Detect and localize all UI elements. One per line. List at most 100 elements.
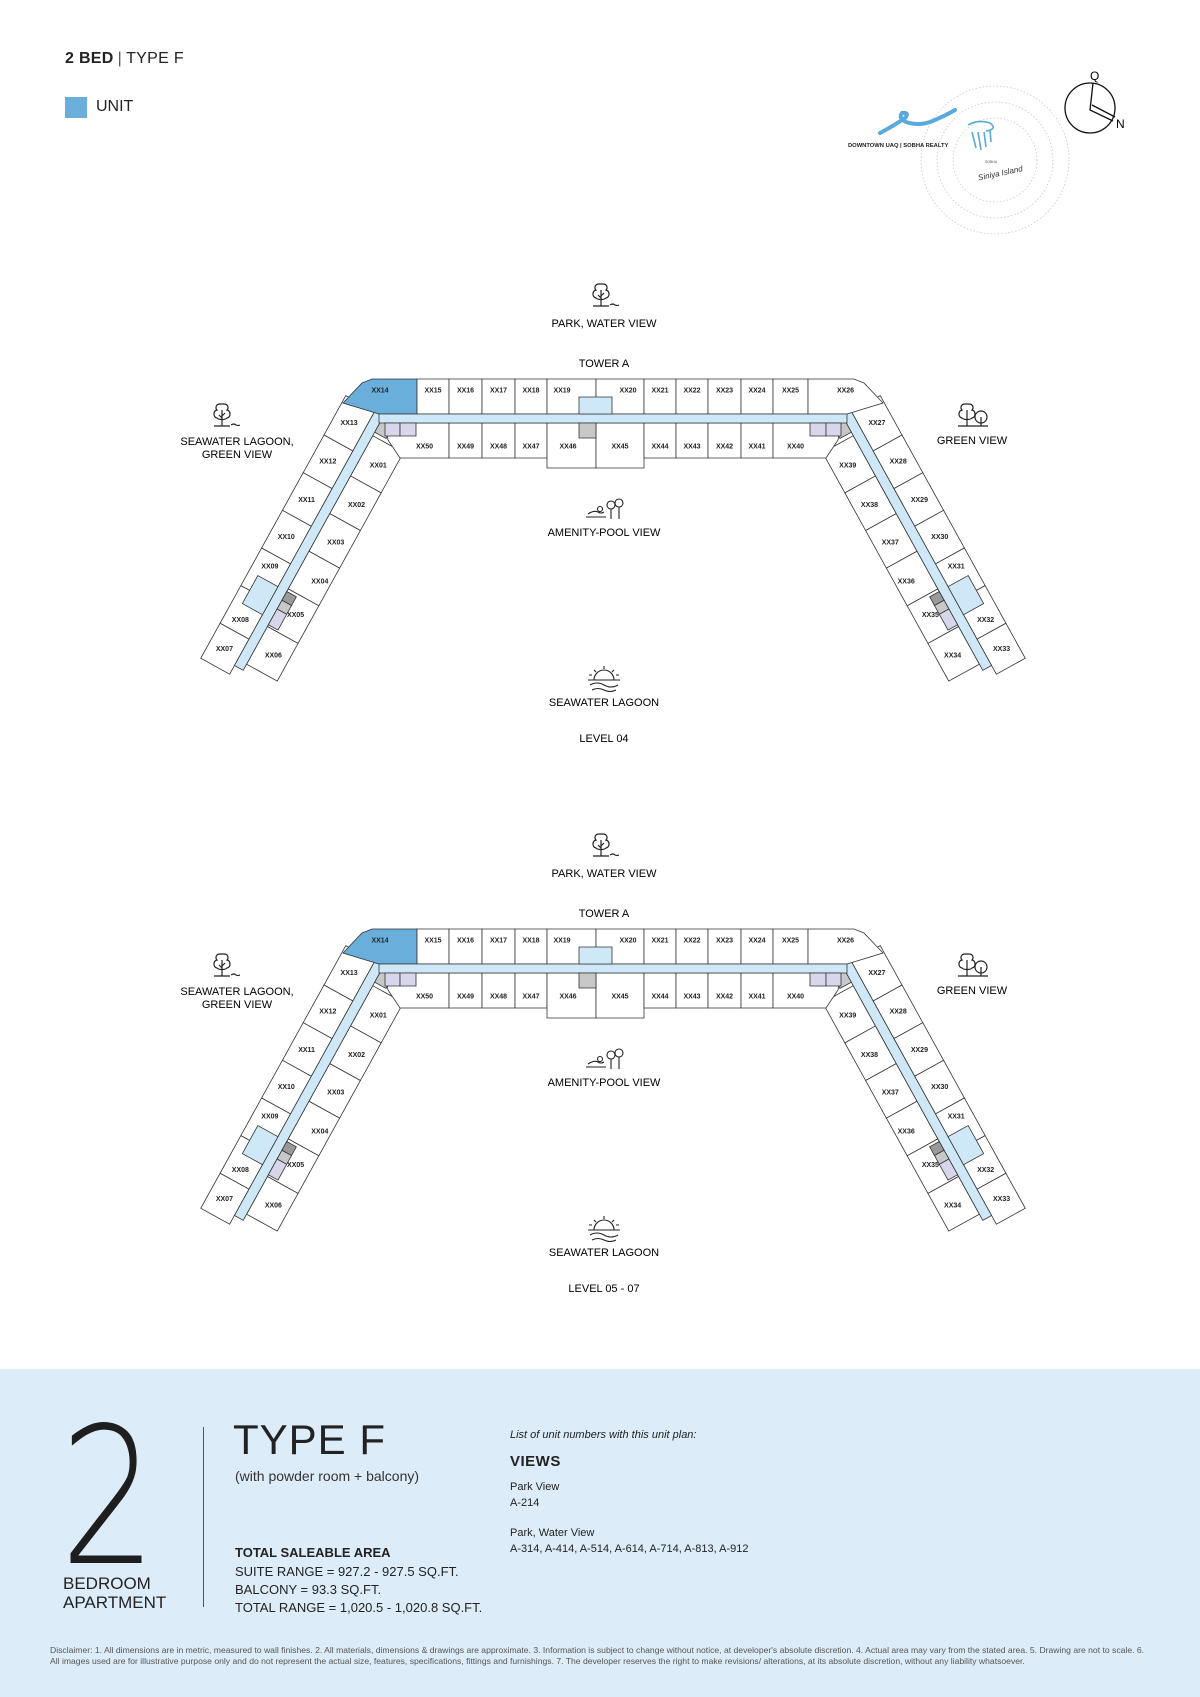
unit-number: XX45 [611,994,628,1001]
unit-number: XX30 [931,534,948,541]
unit-xx18 [514,928,548,965]
unit-number: XX29 [911,497,928,504]
unit-layout: XX13XX12XX11XX10XX09XX08XX07XX01XX02XX03… [200,928,1026,1232]
unit-shapes [200,378,1026,682]
apartment-label: APARTMENT [63,1593,167,1612]
unit-number: XX15 [424,938,441,945]
unit-number: XX48 [490,994,507,1001]
bedroom-apartment-label: BEDROOM APARTMENT [63,1574,166,1612]
unit-number: XX38 [861,502,878,509]
unit-xx23 [707,928,742,965]
unit-xx07 [200,622,250,675]
stair [938,608,959,631]
north-view-label: PARK, WATER VIEW [552,318,658,330]
unit-number: XX24 [748,938,765,945]
unit-number: XX35 [922,612,939,619]
unit-xx48 [481,972,516,1009]
compass-q: Q [1090,69,1099,83]
north-compass: Q N [1064,69,1125,134]
stair [809,422,827,437]
bedroom-label: BEDROOM [63,1574,151,1593]
unit-number: XX31 [948,1114,965,1121]
unit-number: XX36 [898,579,915,586]
floor-plan-level-04: PARK, WATER VIEW TOWER A SEAWATER LAGOON… [180,283,1026,745]
unit-number: XX49 [457,444,474,451]
east-view-label: GREEN VIEW [937,985,1008,997]
unit-xx33 [976,1172,1026,1225]
unit-number: XX23 [716,388,733,395]
unit-number: XX10 [278,1084,295,1091]
level-label: LEVEL 05 - 07 [568,1283,639,1295]
unit-list-heading: List of unit numbers with this unit plan… [510,1429,697,1441]
corridor [842,961,993,1221]
project-logo: DOWNTOWN UAQ | SOBHA REALTY SOBHA Siniya… [848,85,1070,235]
south-view-label: SEAWATER LAGOON [549,697,659,709]
unit-number: XX17 [490,938,507,945]
park-water-view-icon [592,833,619,857]
stair [399,422,417,437]
compass-circle [1064,82,1116,134]
unit-xx41 [740,972,774,1009]
stair [938,1158,959,1181]
stair [384,972,401,987]
stair [267,608,288,631]
unit-xx43 [675,422,709,459]
unit-number: XX38 [861,1052,878,1059]
unit-number: XX46 [559,444,576,451]
service-core [578,422,597,439]
west-view-label-1: SEAWATER LAGOON, [180,986,293,998]
corridor [842,411,993,671]
unit-number: XX50 [416,994,433,1001]
legend-unit-swatch [65,97,87,118]
unit-number: XX15 [424,388,441,395]
unit-number: XX34 [944,652,961,659]
legend-unit-label: UNIT [96,98,134,115]
unit-number: XX20 [619,388,636,395]
unit-xx17 [481,928,516,965]
type-heading: TYPE F [233,1416,387,1463]
unit-xx16 [448,928,483,965]
suite-range: SUITE RANGE = 927.2 - 927.5 SQ.FT. [235,1564,459,1579]
logo-brand: SOBHA [985,160,998,164]
unit-number: XX07 [216,646,233,653]
unit-number: XX18 [522,388,539,395]
unit-number: XX25 [782,938,799,945]
divider [203,1427,204,1607]
plan-title: 2 BED|TYPE F [65,50,184,68]
unit-number: XX02 [348,502,365,509]
unit-number: XX37 [882,540,899,547]
unit-number: XX14 [371,388,388,395]
unit-number: XX04 [311,1129,328,1136]
unit-xx16 [448,378,483,415]
west-view-label-1: SEAWATER LAGOON, [180,436,293,448]
unit-number: XX48 [490,444,507,451]
unit-number: XX11 [298,497,315,504]
unit-number: XX33 [993,646,1010,653]
unit-number: XX44 [651,994,668,1001]
unit-number: XX11 [298,1047,315,1054]
island-mark [967,120,994,151]
east-view-label: GREEN VIEW [937,435,1008,447]
stair [267,1158,288,1181]
unit-xx41 [740,422,774,459]
unit-xx48 [481,422,516,459]
unit-labels: XX13XX12XX11XX10XX09XX08XX07XX01XX02XX03… [216,388,1010,660]
unit-number: XX28 [890,1009,907,1016]
unit-xx15 [416,378,450,415]
compass-n: N [1116,117,1125,131]
unit-number: XX50 [416,444,433,451]
green-view-icon [957,953,989,977]
unit-number: XX05 [287,1162,304,1169]
unit-xx15 [416,928,450,965]
unit-number: XX23 [716,938,733,945]
bedroom-count: 2 [60,1387,157,1608]
unit-xx49 [448,422,483,459]
logo-script: Siniya Island [977,164,1024,182]
unit-number: XX27 [868,970,885,977]
unit-number: XX20 [619,938,636,945]
logo-rings [920,85,1070,235]
unit-number: XX32 [977,1167,994,1174]
stair [825,422,842,437]
unit-xx17 [481,378,516,415]
unit-number: XX31 [948,564,965,571]
